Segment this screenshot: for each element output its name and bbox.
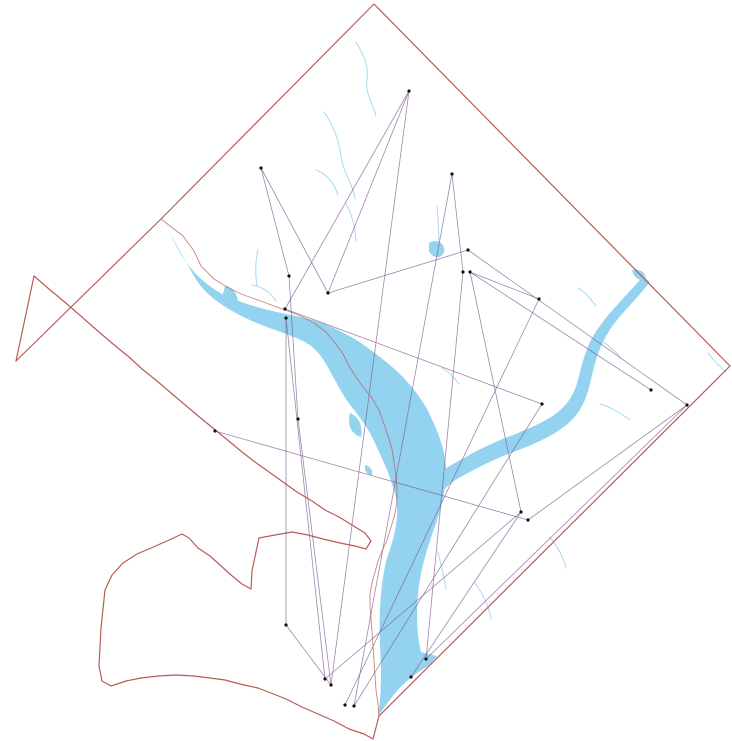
river-island-water [364, 382, 390, 406]
stop-point [466, 248, 470, 252]
route-line [425, 271, 464, 660]
stream [345, 203, 357, 242]
stop-point [540, 402, 544, 406]
route-line [527, 404, 688, 521]
route-line [425, 404, 688, 660]
route-line [285, 317, 326, 680]
stop-point [649, 388, 653, 392]
stream [315, 169, 339, 196]
river-inlet [318, 332, 352, 386]
stop-point [519, 510, 523, 514]
route-line [467, 249, 688, 406]
route-line [410, 511, 522, 678]
stop-point [323, 677, 327, 681]
route-line [260, 167, 290, 277]
stop-point [343, 703, 347, 707]
stop-point [287, 274, 291, 278]
stop-point [468, 270, 472, 274]
stop-point [537, 297, 541, 301]
stream [355, 41, 377, 117]
stop-point [326, 291, 330, 295]
district-boundary [15, 3, 731, 740]
stops-layer [213, 89, 689, 708]
route-line [469, 271, 652, 391]
stop-point [450, 172, 454, 176]
stream [437, 551, 447, 590]
route-line [469, 271, 540, 300]
river-inlet [349, 413, 362, 437]
routes-layer [214, 90, 688, 707]
route-line [324, 511, 522, 680]
route-line [285, 624, 332, 686]
route-line [288, 275, 299, 420]
streams-layer [251, 41, 727, 620]
route-line [353, 173, 453, 707]
route-line [214, 430, 529, 521]
stream [599, 403, 631, 421]
tributary-branch [426, 276, 650, 497]
stop-point [284, 316, 288, 320]
stop-point [409, 675, 413, 679]
pond [429, 241, 445, 258]
route-line [327, 249, 469, 294]
stream [548, 536, 567, 569]
route-line [451, 173, 464, 273]
stream [441, 367, 460, 385]
stop-point [526, 518, 530, 522]
route-line [344, 298, 540, 706]
pond [364, 465, 373, 475]
route-line [353, 403, 543, 707]
stop-point [461, 270, 465, 274]
route-line [330, 90, 410, 686]
stop-point [329, 683, 333, 687]
route-line [469, 271, 522, 513]
route-line [284, 308, 543, 405]
stop-point [424, 657, 428, 661]
route-line [260, 167, 329, 294]
boundary-shoreline [160, 218, 398, 717]
route-line [327, 90, 410, 294]
boundary-layer [15, 3, 731, 740]
stop-point [213, 429, 217, 433]
stop-point [407, 89, 411, 93]
stop-point [685, 403, 689, 407]
stop-point [296, 417, 300, 421]
river-island-water [223, 286, 238, 302]
stream [255, 249, 259, 287]
stop-point [284, 623, 288, 627]
stop-point [259, 166, 263, 170]
route-line [284, 90, 410, 310]
stream [323, 111, 356, 200]
stream [251, 284, 277, 302]
route-line [297, 418, 332, 686]
stream [707, 352, 727, 373]
stop-point [283, 307, 287, 311]
stream [577, 287, 597, 307]
stop-point [352, 704, 356, 708]
stream [474, 582, 492, 620]
